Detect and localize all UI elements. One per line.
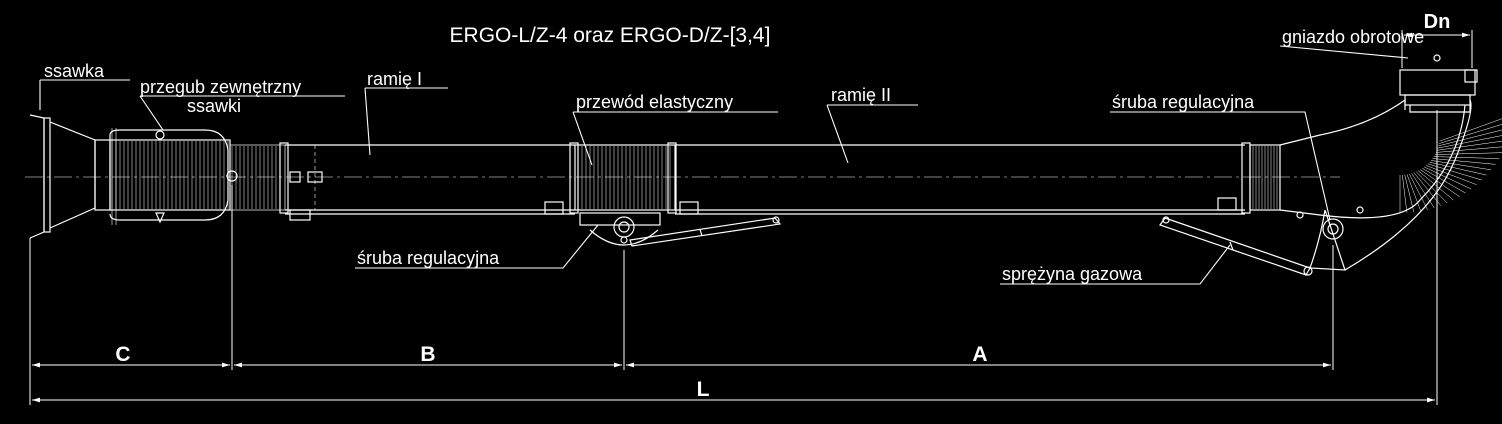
dimension-l: L [697, 378, 710, 401]
dimension-a: A [972, 343, 987, 366]
label-arm-two: ramię II [831, 85, 891, 105]
rotary-elbow [1279, 54, 1478, 271]
arm-one-tube [279, 142, 575, 221]
label-arm-one: ramię I [367, 69, 422, 89]
dimension-b: B [420, 343, 435, 366]
label-adjust-screw-right: śruba regulacyjna [1112, 92, 1255, 112]
gas-spring-right [1159, 216, 1313, 276]
drawing-title: ERGO-L/Z-4 oraz ERGO-D/Z-[3,4] [450, 24, 771, 47]
middle-hose [544, 142, 699, 246]
dimension-lines [29, 30, 1473, 405]
dimension-c: C [115, 343, 130, 366]
label-rotary-socket: gniazdo obrotowe [1282, 27, 1424, 47]
label-adjust-screw-left: śruba regulacyjna [357, 248, 500, 268]
gas-spring-left [629, 216, 782, 247]
joint-hose [229, 144, 286, 211]
label-outer-joint-line2: ssawki [187, 96, 241, 116]
outer-joint [94, 128, 238, 225]
leader-lines [39, 45, 1409, 285]
label-flexible-hose: przewód elastyczny [576, 92, 733, 112]
label-outer-joint-line1: przegub zewnętrzny [140, 77, 301, 97]
suction-nozzle [29, 114, 96, 239]
label-dn: Dn [1424, 11, 1451, 33]
label-gas-spring: sprężyna gazowa [1002, 264, 1143, 284]
hose-ribbing [111, 118, 1502, 213]
label-suction-nozzle: ssawka [44, 61, 105, 81]
arm-two-tube [675, 142, 1281, 215]
